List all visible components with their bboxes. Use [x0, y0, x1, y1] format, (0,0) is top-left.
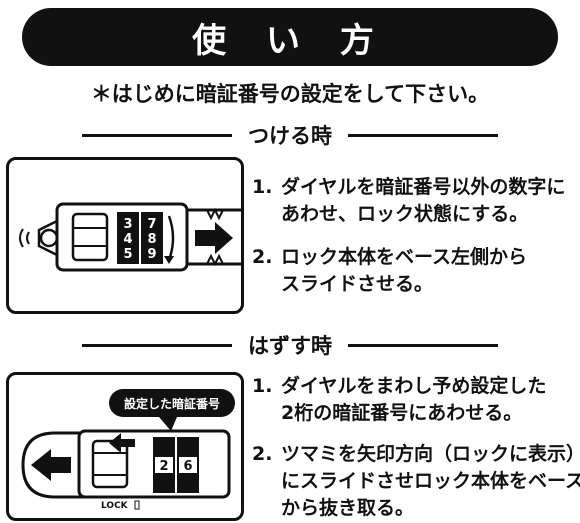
- signal-marks: [19, 228, 30, 248]
- step-number: 1.: [252, 176, 273, 198]
- knob-arrow-icon: [109, 433, 135, 453]
- dial-left: [117, 212, 139, 264]
- attach-step-2: 2. ロック本体をベース左側から スライドさせる。: [252, 244, 572, 298]
- divider-left: [82, 133, 232, 137]
- detach-heading: はずす時: [248, 334, 332, 358]
- detach-step-1: 1. ダイヤルをまわし予め設定した 2桁の暗証番号にあわせる。: [252, 373, 572, 427]
- page-title: 使 い 方: [192, 20, 388, 61]
- attach-heading: つける時: [248, 124, 332, 148]
- step-text: から抜き取る。: [281, 497, 415, 519]
- detach-section-header: はずす時: [0, 330, 580, 360]
- step-text: 2桁の暗証番号にあわせる。: [281, 402, 523, 424]
- attach-illustration: 3 4 5 7 8 9: [6, 157, 244, 314]
- step-text: あわせ、ロック状態にする。: [281, 203, 529, 225]
- attach-section-header: つける時: [0, 120, 580, 150]
- slide-right-arrow-icon: [195, 222, 233, 254]
- divider-left: [82, 343, 232, 347]
- attach-step-1: 1. ダイヤルを暗証番号以外の数字に あわせ、ロック状態にする。: [252, 174, 572, 228]
- dial-digit: 7: [147, 217, 156, 232]
- step-text: ロック本体をベース左側から: [281, 246, 528, 268]
- dial-digit: 5: [123, 247, 132, 262]
- detach-illustration: 設定した暗証番号 2 6 LOCK: [6, 372, 244, 521]
- dial-right: [141, 212, 163, 264]
- divider-right: [348, 343, 498, 347]
- lock-knob: [71, 212, 109, 262]
- step-number: 2.: [252, 443, 273, 465]
- step-number: 2.: [252, 246, 273, 268]
- step-number: 1.: [252, 375, 273, 397]
- detach-step-2: 2. ツマミを矢印方向（ロックに表示） にスライドさせロック本体をベース から抜…: [252, 441, 580, 522]
- dial-digit: 6: [183, 459, 192, 474]
- dial-digit: 3: [123, 217, 132, 232]
- step-text: ツマミを矢印方向（ロックに表示）: [281, 443, 580, 465]
- lock-label: LOCK: [101, 501, 129, 511]
- lock-knob: [91, 439, 129, 489]
- step-text: ダイヤルをまわし予め設定した: [281, 375, 547, 397]
- dial-digit: 2: [159, 459, 168, 474]
- step-text: ダイヤルを暗証番号以外の数字に: [281, 176, 566, 198]
- callout-bubble: [109, 389, 235, 417]
- title-banner: 使 い 方: [22, 8, 558, 66]
- step-text: スライドさせる。: [281, 273, 434, 295]
- dial-digit: 4: [123, 232, 132, 247]
- step-text: にスライドさせロック本体をベース: [281, 470, 580, 492]
- divider-right: [348, 133, 498, 137]
- slide-left-arrow-icon: [31, 449, 71, 481]
- dial-digit: 8: [147, 232, 156, 247]
- base-outline: [21, 431, 119, 466]
- lock-ring: [39, 228, 59, 248]
- intro-note: ＊はじめに暗証番号の設定をして下さい。: [90, 82, 490, 106]
- callout-label: 設定した暗証番号: [124, 396, 220, 411]
- detach-lock-drawing: 設定した暗証番号 2 6 LOCK: [21, 389, 235, 511]
- attach-lock-drawing: 3 4 5 7 8 9: [19, 202, 241, 272]
- dial-digit: 9: [147, 247, 156, 262]
